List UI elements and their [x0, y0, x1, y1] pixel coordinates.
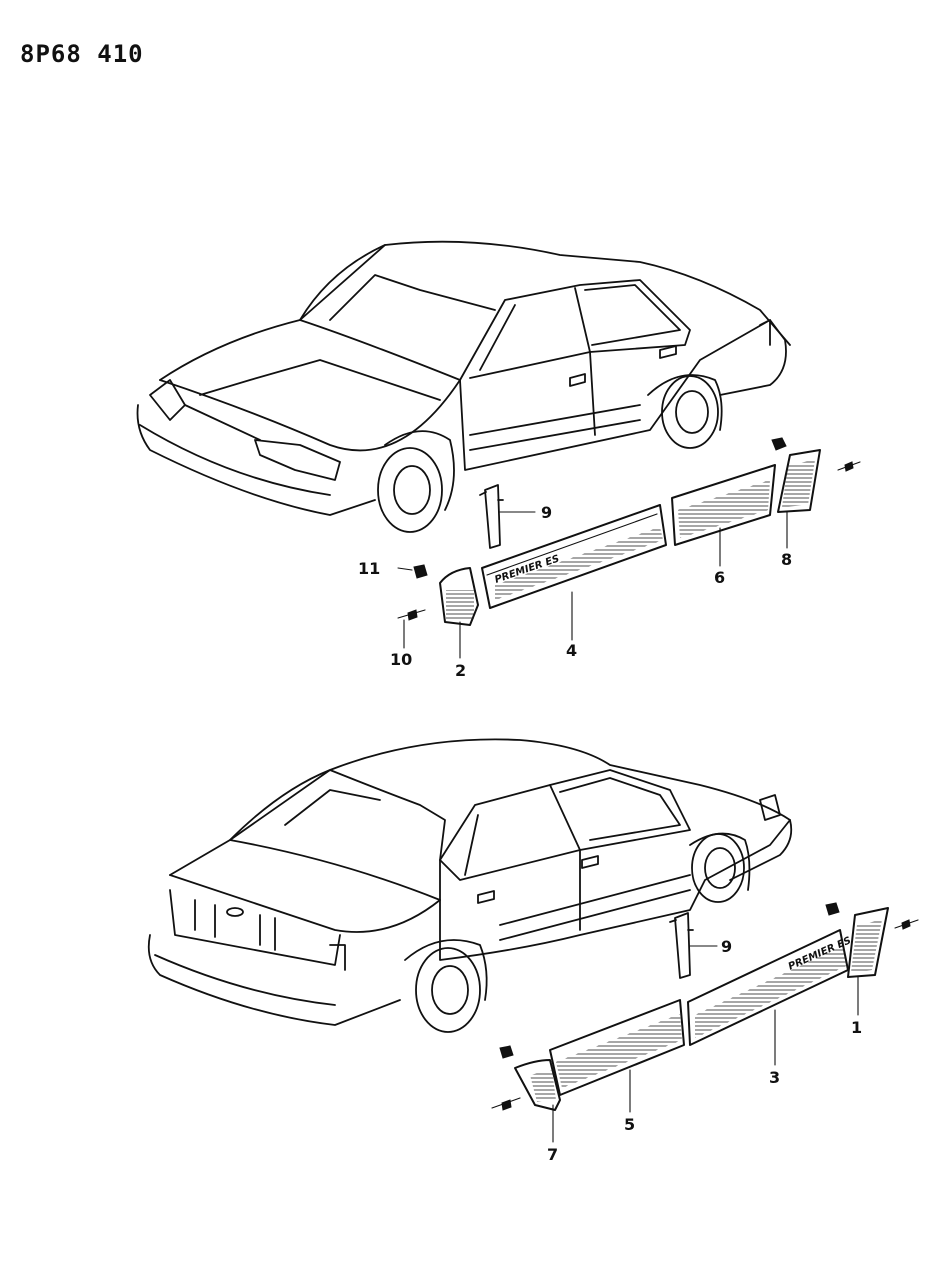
front-leaders [397, 511, 788, 659]
clip-part-9-rear [669, 912, 694, 979]
callout-front-2: 2 [455, 661, 466, 680]
front-car-illustration [136, 240, 791, 533]
rear-leaders [552, 945, 859, 1143]
callout-front-6: 6 [714, 568, 725, 587]
nut-part-11-front [413, 564, 428, 579]
clip-top-front [771, 437, 787, 451]
callout-front-8: 8 [781, 550, 792, 569]
callout-front-11: 11 [358, 559, 380, 578]
callout-front-10: 10 [390, 650, 412, 669]
callout-rear-3: 3 [769, 1068, 780, 1087]
callout-rear-7: 7 [547, 1145, 558, 1164]
rear-car-illustration [147, 738, 793, 1033]
clip-part-9-front [479, 484, 504, 549]
callout-front-9: 9 [541, 503, 552, 522]
rear-moldings [491, 902, 919, 1111]
clip-left-rear [499, 1045, 514, 1059]
front-moldings [397, 437, 861, 626]
clip-top-rear [825, 902, 840, 916]
diagram-code: 8P68 410 [20, 40, 144, 68]
callout-rear-1: 1 [851, 1018, 862, 1037]
callout-front-4: 4 [566, 641, 577, 660]
callout-rear-5: 5 [624, 1115, 635, 1134]
callout-rear-9: 9 [721, 937, 732, 956]
